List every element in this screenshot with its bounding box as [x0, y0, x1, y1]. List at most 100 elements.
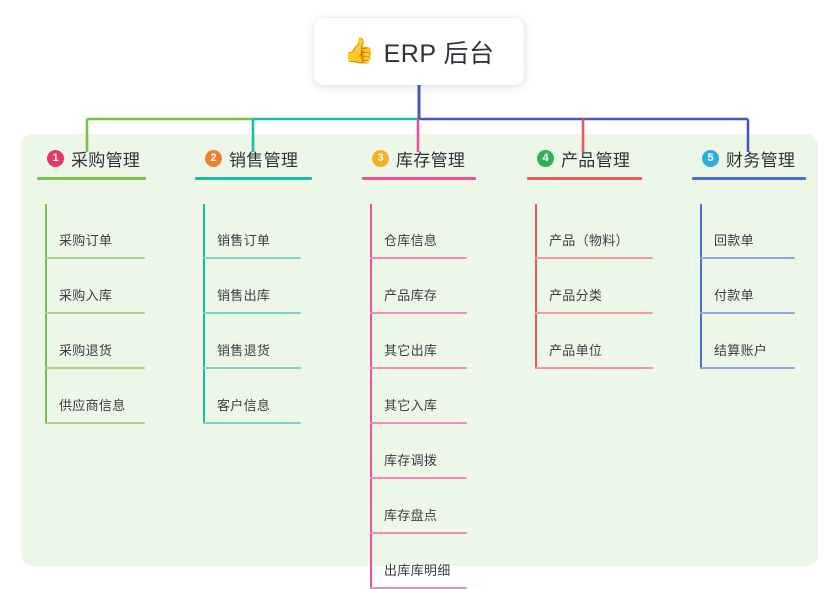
column-3: 3 库存管理仓库信息产品库存其它出库其它入库库存调拨库存盘点出库库明细: [362, 146, 476, 589]
list-item[interactable]: 付款单: [692, 259, 795, 314]
column-badge-5: 5: [702, 149, 719, 167]
column-title-4: 产品管理: [561, 150, 631, 170]
list-item-rule: [370, 257, 467, 259]
list-item[interactable]: 其它入库: [362, 369, 467, 424]
list-item-rule: [45, 367, 145, 369]
list-item-label: 销售订单: [217, 233, 271, 248]
column-badge-3: 3: [372, 149, 389, 167]
column-5: 5 财务管理回款单付款单结算账户: [692, 146, 806, 369]
list-item-rule: [535, 367, 653, 369]
column-spine-4: [535, 204, 537, 369]
list-item-label: 产品（物料）: [549, 233, 629, 248]
list-item[interactable]: 供应商信息: [37, 369, 145, 424]
list-item-rule: [700, 367, 795, 369]
list-item-rule: [45, 422, 145, 424]
column-title-3: 库存管理: [396, 150, 466, 170]
list-item[interactable]: 采购入库: [37, 259, 145, 314]
list-item-label: 其它出库: [384, 343, 438, 358]
column-items-3: 仓库信息产品库存其它出库其它入库库存调拨库存盘点出库库明细: [362, 204, 467, 589]
column-2: 2 销售管理销售订单销售出库销售退货客户信息: [195, 146, 312, 424]
list-item-label: 销售退货: [217, 343, 271, 358]
list-item-rule: [700, 257, 795, 259]
column-4: 4 产品管理产品（物料） 产品分类产品单位: [527, 146, 653, 369]
list-item[interactable]: 销售退货: [195, 314, 301, 369]
list-item[interactable]: 仓库信息: [362, 204, 467, 259]
list-item[interactable]: 客户信息: [195, 369, 301, 424]
list-item-label: 产品库存: [384, 288, 438, 303]
column-spine-2: [203, 204, 205, 424]
root-node-title: ERP 后台: [383, 39, 495, 68]
column-header-rule-4: [527, 177, 642, 180]
thumbs-up-icon: 👍: [343, 37, 375, 65]
list-item[interactable]: 库存调拨: [362, 424, 467, 479]
column-items-2: 销售订单销售出库销售退货客户信息: [195, 204, 301, 424]
list-item-rule: [45, 257, 145, 259]
list-item-rule: [203, 312, 301, 314]
list-item[interactable]: 结算账户: [692, 314, 795, 369]
list-item-rule: [700, 312, 795, 314]
column-header-rule-2: [195, 177, 312, 180]
list-item-rule: [370, 532, 467, 534]
list-item-label: 客户信息: [217, 398, 271, 413]
list-item-rule: [370, 422, 467, 424]
column-header-rule-5: [692, 177, 806, 180]
column-title-1: 采购管理: [71, 150, 141, 170]
list-item-rule: [535, 257, 653, 259]
column-items-1: 采购订单采购入库采购退货供应商信息: [37, 204, 145, 424]
column-title-5: 财务管理: [726, 150, 796, 170]
list-item-rule: [370, 312, 467, 314]
column-badge-4: 4: [537, 149, 554, 167]
list-item-rule: [370, 477, 467, 479]
list-item[interactable]: 销售订单: [195, 204, 301, 259]
list-item[interactable]: 其它出库: [362, 314, 467, 369]
column-items-5: 回款单付款单结算账户: [692, 204, 795, 369]
list-item-label: 结算账户: [714, 343, 768, 358]
list-item-rule: [203, 422, 301, 424]
list-item[interactable]: 产品（物料）: [527, 204, 653, 259]
list-item-rule: [45, 312, 145, 314]
column-spine-5: [700, 204, 702, 369]
column-header-2[interactable]: 2 销售管理: [195, 146, 312, 180]
list-item-label: 其它入库: [384, 398, 438, 413]
list-item-label: 库存盘点: [384, 508, 438, 523]
column-items-4: 产品（物料） 产品分类产品单位: [527, 204, 653, 369]
column-1: 1 采购管理采购订单采购入库采购退货供应商信息: [37, 146, 146, 424]
list-item-label: 销售出库: [217, 288, 271, 303]
list-item-label: 产品单位: [549, 343, 603, 358]
list-item[interactable]: 产品库存: [362, 259, 467, 314]
list-item-label: 采购订单: [59, 233, 113, 248]
column-spine-3: [370, 204, 372, 589]
list-item-label: 付款单: [714, 288, 754, 303]
column-title-2: 销售管理: [229, 150, 299, 170]
list-item-label: 采购退货: [59, 343, 113, 358]
column-badge-2: 2: [205, 149, 222, 167]
column-badge-1: 1: [47, 149, 64, 167]
column-header-1[interactable]: 1 采购管理: [37, 146, 146, 180]
list-item[interactable]: 产品分类: [527, 259, 653, 314]
list-item-label: 库存调拨: [384, 453, 438, 468]
list-item-rule: [370, 367, 467, 369]
column-header-4[interactable]: 4 产品管理: [527, 146, 642, 180]
list-item[interactable]: 出库库明细: [362, 534, 467, 589]
column-spine-1: [45, 204, 47, 424]
list-item[interactable]: 采购订单: [37, 204, 145, 259]
list-item-rule: [203, 367, 301, 369]
column-header-rule-3: [362, 177, 476, 180]
list-item-label: 仓库信息: [384, 233, 438, 248]
column-header-3[interactable]: 3 库存管理: [362, 146, 476, 180]
list-item-label: 产品分类: [549, 288, 603, 303]
list-item-label: 供应商信息: [59, 398, 126, 413]
list-item[interactable]: 采购退货: [37, 314, 145, 369]
list-item[interactable]: 产品单位: [527, 314, 653, 369]
column-header-rule-1: [37, 177, 146, 180]
list-item-label: 回款单: [714, 233, 754, 248]
list-item-label: 出库库明细: [384, 563, 451, 578]
list-item[interactable]: 库存盘点: [362, 479, 467, 534]
list-item[interactable]: 销售出库: [195, 259, 301, 314]
list-item[interactable]: 回款单: [692, 204, 795, 259]
column-header-5[interactable]: 5 财务管理: [692, 146, 806, 180]
list-item-label: 采购入库: [59, 288, 113, 303]
root-node-erp[interactable]: 👍 ERP 后台: [314, 18, 524, 85]
columns-background-panel: [21, 134, 818, 566]
